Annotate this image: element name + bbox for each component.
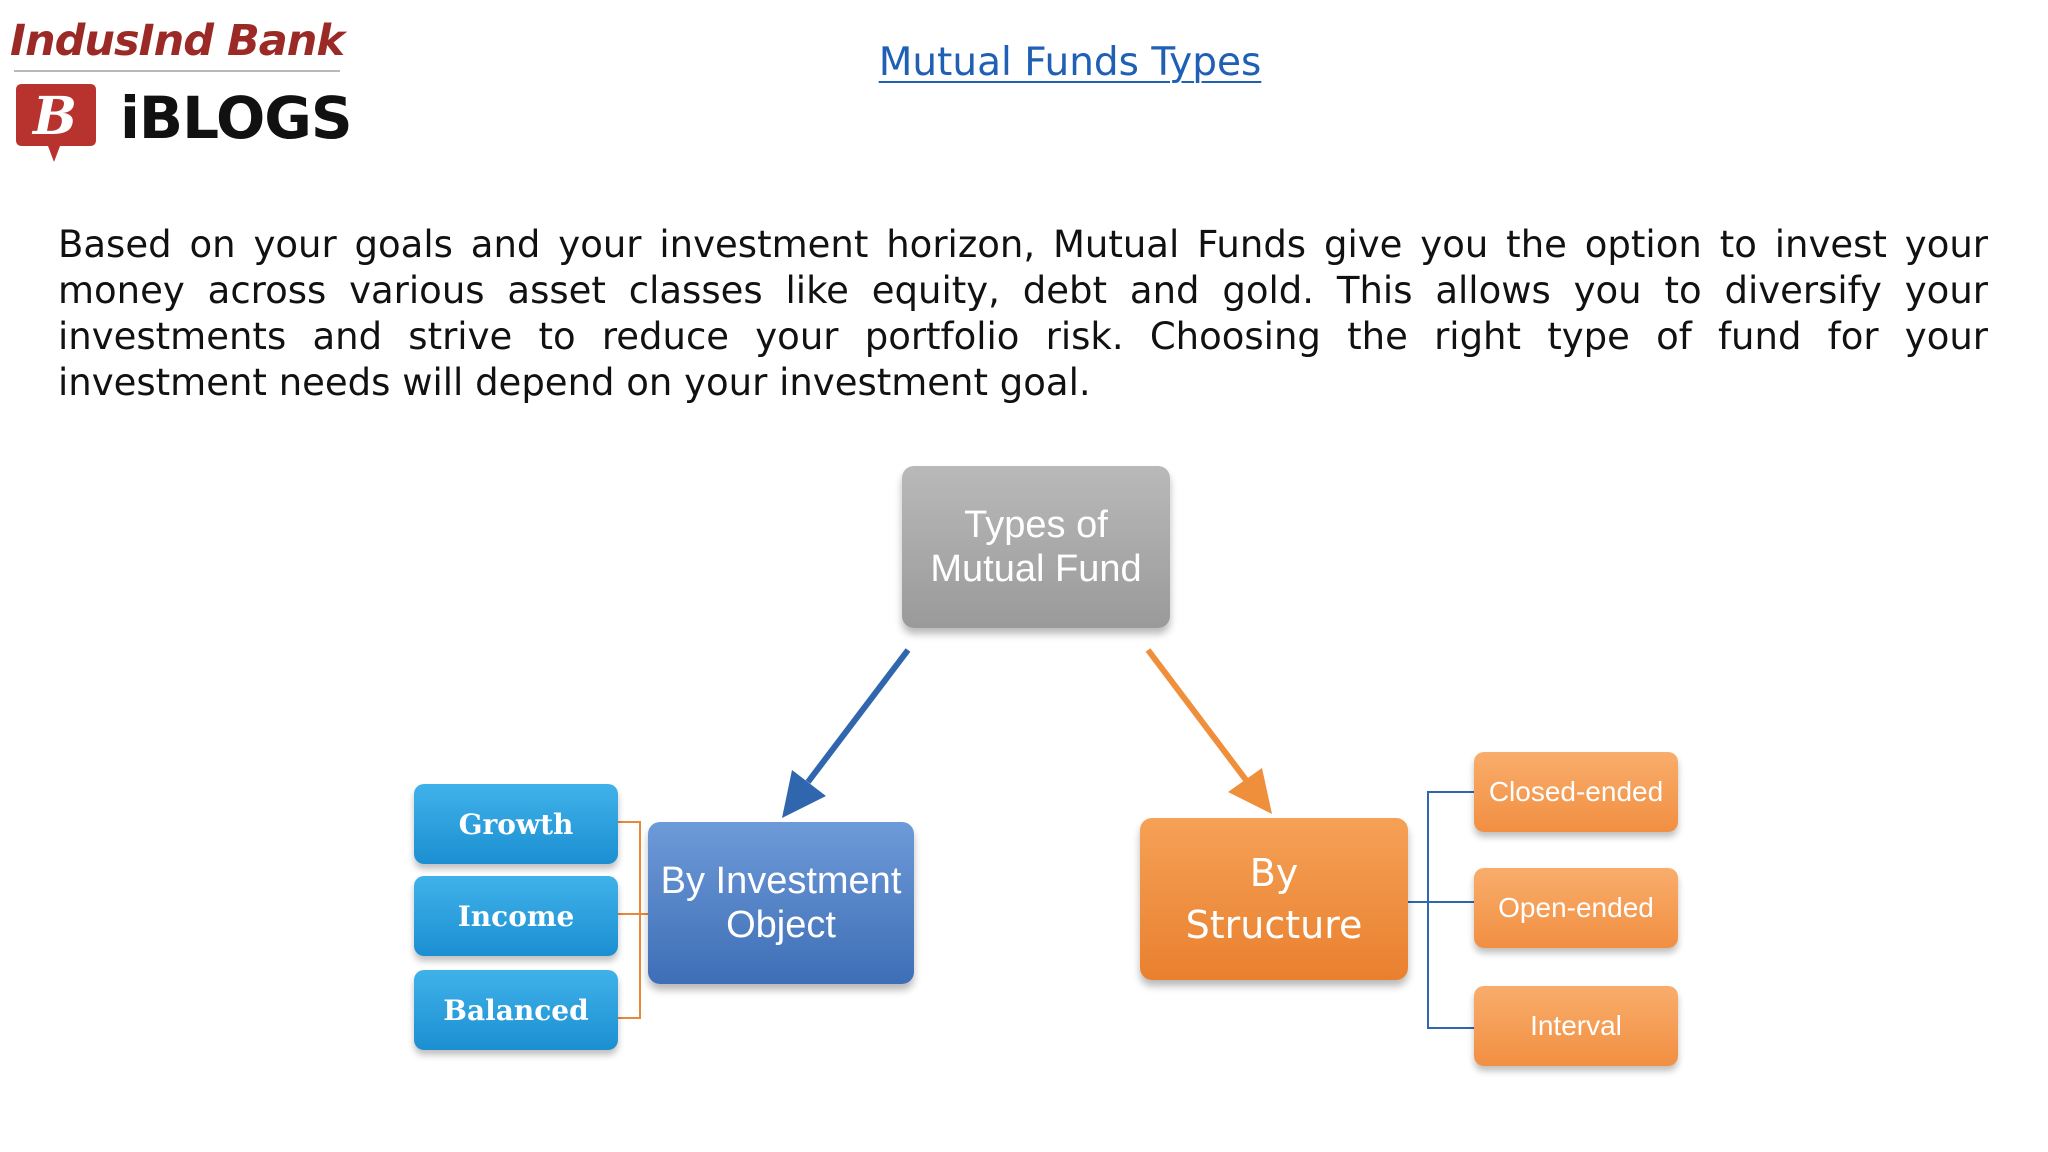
root-node-types-of-mutual-fund: Types of Mutual Fund bbox=[902, 466, 1170, 628]
blog-badge-icon: B bbox=[14, 82, 98, 164]
iblogs-logo[interactable]: IndusInd Bank B iBLOGS bbox=[0, 0, 360, 180]
leaf-node-balanced: Balanced bbox=[414, 970, 618, 1050]
branch-node-by-investment-object: By Investment Object bbox=[648, 822, 914, 984]
leaf-node-growth: Growth bbox=[414, 784, 618, 864]
leaf-node-closed-ended: Closed-ended bbox=[1474, 752, 1678, 832]
intro-paragraph: Based on your goals and your investment … bbox=[58, 223, 1988, 404]
leaf-node-income: Income bbox=[414, 876, 618, 956]
branch-node-by-structure: By Structure bbox=[1140, 818, 1408, 980]
arrow-to-structure bbox=[1145, 648, 1272, 814]
structure-bracket bbox=[1408, 791, 1474, 1029]
logo-divider bbox=[14, 70, 340, 72]
leaf-node-interval: Interval bbox=[1474, 986, 1678, 1066]
badge-letter: B bbox=[31, 86, 77, 147]
product-name: iBLOGS bbox=[120, 84, 353, 152]
investment-bracket bbox=[618, 821, 648, 1019]
arrow-to-investment bbox=[782, 648, 911, 818]
page-title-link[interactable]: Mutual Funds Types bbox=[878, 40, 1262, 85]
bank-name: IndusInd Bank bbox=[10, 16, 345, 66]
leaf-node-open-ended: Open-ended bbox=[1474, 868, 1678, 948]
